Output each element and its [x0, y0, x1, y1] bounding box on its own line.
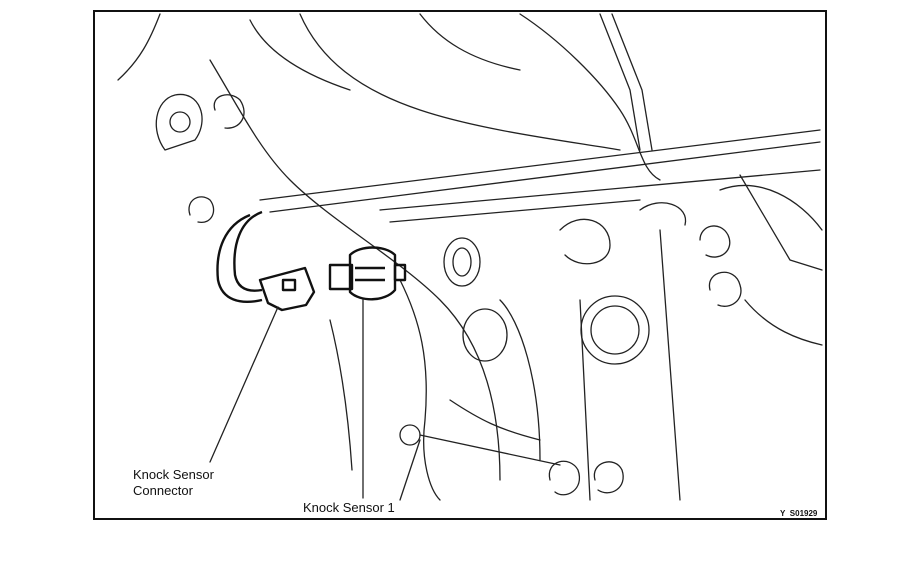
knock-sensor-1	[328, 246, 407, 301]
figure-code-prefix: Y	[780, 509, 786, 518]
engine-block-outline	[117, 13, 823, 501]
figure-code-id: S01929	[789, 509, 818, 518]
label-line: Knock Sensor	[133, 467, 214, 482]
figure-frame	[93, 10, 827, 520]
label-line: Connector	[133, 483, 193, 498]
figure-code: Y S01929	[780, 509, 817, 518]
knock-sensor-1-label: Knock Sensor 1	[303, 500, 395, 515]
leader-lines	[209, 299, 364, 499]
knock-sensor-connector-label: Knock Sensor Connector	[133, 467, 214, 499]
knock-sensor-connector	[258, 266, 316, 312]
wire-harness	[216, 210, 263, 303]
